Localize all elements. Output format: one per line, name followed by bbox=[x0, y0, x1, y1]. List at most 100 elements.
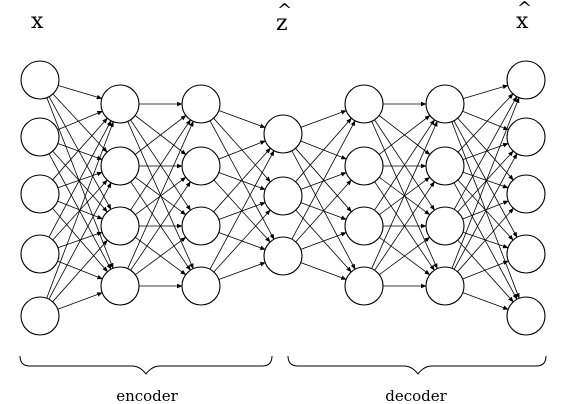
neuron-layer1-2 bbox=[100, 206, 140, 246]
neuron-layer4-0 bbox=[344, 84, 384, 124]
edge-l0-n1-to-n2 bbox=[52, 150, 108, 213]
edge-l2-n1-to-n0 bbox=[218, 140, 266, 160]
edge-l3-n0-to-n3 bbox=[291, 150, 356, 270]
edge-l2-n0-to-n0 bbox=[218, 110, 266, 128]
edge-l0-n4-to-n2 bbox=[52, 239, 108, 303]
svg-text:z: z bbox=[276, 11, 288, 36]
decoder-label: decoder bbox=[385, 387, 447, 404]
edge-l5-n2-to-n0 bbox=[453, 96, 518, 210]
edge-l0-n4-to-n0 bbox=[46, 121, 114, 299]
neuron-layer2-1 bbox=[181, 146, 221, 186]
neuron-layer3-0 bbox=[263, 114, 303, 154]
edge-l3-n2-to-n2 bbox=[300, 232, 347, 250]
neuron-layer0-3 bbox=[20, 234, 60, 274]
neuron-layer0-4 bbox=[20, 296, 60, 336]
neuron-layer1-0 bbox=[100, 84, 140, 124]
edge-l2-n3-to-n0 bbox=[209, 150, 275, 270]
edge-l4-n2-to-n1 bbox=[379, 176, 431, 216]
neuron-layer2-0 bbox=[181, 84, 221, 124]
edge-l5-n2-to-n2 bbox=[462, 200, 509, 220]
edge-l0-n0-to-n0 bbox=[58, 85, 103, 100]
edge-l0-n1-to-n3 bbox=[48, 153, 112, 270]
neuron-layer6-0 bbox=[506, 60, 546, 100]
edge-l5-n1-to-n0 bbox=[457, 93, 514, 153]
edge-l3-n2-to-n1 bbox=[295, 179, 352, 243]
edge-l5-n0-to-n0 bbox=[463, 84, 509, 99]
edge-l5-n3-to-n2 bbox=[457, 207, 514, 272]
edge-l1-n2-to-n1 bbox=[135, 176, 187, 216]
edge-l0-n1-to-n0 bbox=[57, 110, 103, 131]
edge-l0-n1-to-n1 bbox=[57, 143, 103, 160]
edge-l3-n2-to-n3 bbox=[300, 262, 347, 280]
edge-l0-n0-to-n1 bbox=[52, 93, 108, 153]
edge-l5-n3-to-n4 bbox=[462, 292, 509, 310]
neuron-layer2-3 bbox=[181, 266, 221, 306]
edge-l2-n2-to-n1 bbox=[218, 202, 266, 220]
neuron-layer6-4 bbox=[506, 296, 546, 336]
edge-l5-n3-to-n3 bbox=[462, 260, 509, 280]
edge-l5-n0-to-n1 bbox=[462, 110, 509, 131]
edge-l5-n3-to-n0 bbox=[451, 97, 520, 269]
neuron-layer5-0 bbox=[425, 84, 465, 124]
edge-l3-n0-to-n0 bbox=[300, 110, 347, 128]
latent-hat: ^ bbox=[277, 0, 292, 21]
edge-l4-n3-to-n1 bbox=[374, 181, 435, 271]
edge-l5-n1-to-n1 bbox=[462, 142, 509, 160]
neuron-layer4-1 bbox=[344, 146, 384, 186]
neuron-layer3-2 bbox=[263, 236, 303, 276]
edge-l3-n1-to-n1 bbox=[300, 172, 347, 190]
neuron-layer4-3 bbox=[344, 266, 384, 306]
edge-l5-n3-to-n1 bbox=[453, 153, 518, 270]
edge-l0-n0-to-n2 bbox=[48, 96, 112, 210]
neuron-layer1-3 bbox=[100, 266, 140, 306]
encoder-brace bbox=[19, 355, 273, 375]
neuron-layer0-1 bbox=[20, 117, 60, 157]
edge-l5-n0-to-n2 bbox=[457, 117, 514, 181]
neuron-layer5-3 bbox=[425, 266, 465, 306]
svg-text:x: x bbox=[516, 9, 529, 34]
edge-l5-n1-to-n2 bbox=[462, 171, 509, 189]
edge-l3-n1-to-n0 bbox=[295, 117, 352, 182]
edge-l2-n3-to-n2 bbox=[218, 262, 266, 280]
input-label: x bbox=[31, 9, 44, 34]
edge-l0-n2-to-n1 bbox=[57, 171, 103, 189]
edge-l1-n3-to-n2 bbox=[135, 236, 187, 276]
encoder-label: encoder bbox=[116, 387, 178, 404]
edge-l0-n4-to-n3 bbox=[57, 292, 103, 310]
neuron-layer4-2 bbox=[344, 206, 384, 246]
edge-l4-n2-to-n0 bbox=[374, 119, 435, 211]
edge-l1-n3-to-n1 bbox=[130, 181, 191, 271]
edge-l0-n4-to-n1 bbox=[48, 182, 112, 300]
neuron-layer6-2 bbox=[506, 174, 546, 214]
latent-label: z ^ bbox=[276, 0, 292, 36]
neuron-layer0-0 bbox=[20, 60, 60, 100]
edge-l0-n3-to-n2 bbox=[57, 231, 103, 249]
edge-l2-n1-to-n1 bbox=[218, 172, 266, 190]
edge-l0-n3-to-n0 bbox=[48, 120, 112, 238]
decoder-brace bbox=[287, 355, 547, 375]
edge-l2-n2-to-n0 bbox=[213, 147, 271, 213]
edge-l1-n3-to-n0 bbox=[127, 120, 194, 269]
neuron-layer6-1 bbox=[506, 117, 546, 157]
edge-l5-n0-to-n3 bbox=[453, 120, 518, 238]
edge-l0-n2-to-n0 bbox=[52, 117, 108, 181]
output-hat: ^ bbox=[517, 0, 532, 19]
neuron-layer0-2 bbox=[20, 174, 60, 214]
edge-l1-n1-to-n0 bbox=[134, 115, 187, 155]
edge-l2-n3-to-n1 bbox=[213, 209, 271, 273]
output-label: x ^ bbox=[516, 0, 532, 34]
neuron-layer5-2 bbox=[425, 206, 465, 246]
neuron-layer5-1 bbox=[425, 146, 465, 186]
edge-l3-n2-to-n0 bbox=[291, 120, 356, 240]
neuron-layer1-1 bbox=[100, 146, 140, 186]
edge-l0-n0-to-n3 bbox=[46, 97, 114, 269]
neurons bbox=[20, 60, 546, 336]
edge-l0-n3-to-n3 bbox=[57, 260, 103, 280]
edge-l5-n2-to-n4 bbox=[457, 239, 514, 303]
neuron-layer3-1 bbox=[263, 176, 303, 216]
edge-l4-n3-to-n0 bbox=[371, 120, 438, 269]
neuron-layer6-3 bbox=[506, 234, 546, 274]
edge-l5-n1-to-n4 bbox=[453, 182, 518, 300]
edge-l4-n3-to-n2 bbox=[379, 236, 431, 276]
